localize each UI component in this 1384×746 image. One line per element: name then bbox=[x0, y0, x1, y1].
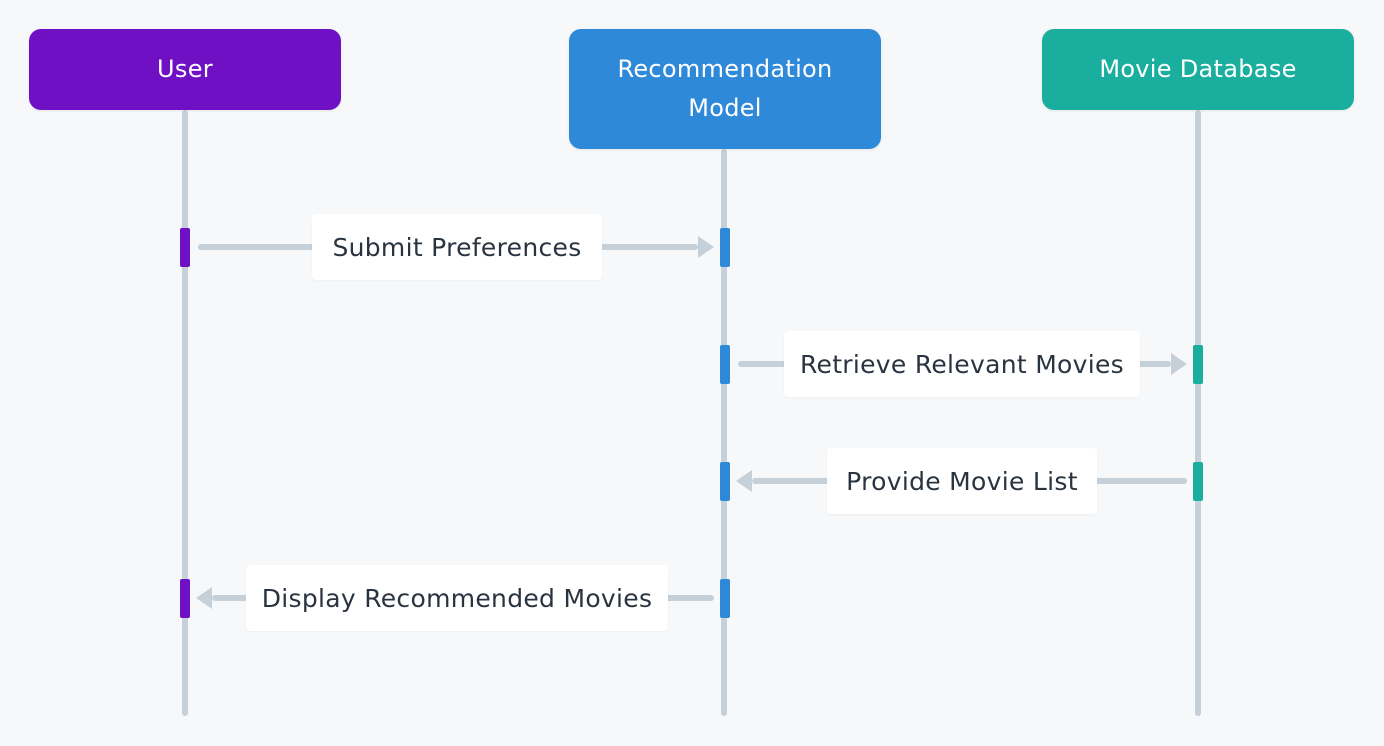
participant-user: User bbox=[29, 29, 341, 110]
participant-movie-database: Movie Database bbox=[1042, 29, 1354, 110]
message-label-1: Submit Preferences bbox=[312, 214, 602, 280]
activation-user-2 bbox=[180, 579, 190, 618]
message-text-2: Retrieve Relevant Movies bbox=[799, 349, 1125, 379]
lifeline-movie-database bbox=[1195, 110, 1201, 716]
message-text-3: Provide Movie List bbox=[846, 466, 1078, 496]
arrow-head-left-icon bbox=[196, 587, 212, 609]
participant-recommendation-model-label: Recommendation Model bbox=[617, 55, 833, 122]
lifeline-recommendation-model bbox=[721, 149, 727, 716]
activation-db-2 bbox=[1193, 462, 1203, 501]
message-label-4: Display Recommended Movies bbox=[246, 565, 668, 631]
activation-model-4 bbox=[720, 579, 730, 618]
message-label-2: Retrieve Relevant Movies bbox=[784, 331, 1140, 397]
message-text-4: Display Recommended Movies bbox=[261, 583, 653, 613]
arrow-head-right-icon bbox=[698, 236, 714, 258]
activation-db-1 bbox=[1193, 345, 1203, 384]
arrow-head-left-icon bbox=[736, 470, 752, 492]
participant-recommendation-model: Recommendation Model bbox=[569, 29, 881, 149]
participant-movie-database-label: Movie Database bbox=[1099, 55, 1297, 83]
lifeline-user bbox=[182, 110, 188, 716]
message-text-1: Submit Preferences bbox=[332, 232, 582, 262]
activation-user-1 bbox=[180, 228, 190, 267]
participant-user-label: User bbox=[157, 55, 213, 83]
activation-model-1 bbox=[720, 228, 730, 267]
activation-model-2 bbox=[720, 345, 730, 384]
arrow-head-right-icon bbox=[1171, 353, 1187, 375]
activation-model-3 bbox=[720, 462, 730, 501]
message-label-3: Provide Movie List bbox=[827, 448, 1097, 514]
